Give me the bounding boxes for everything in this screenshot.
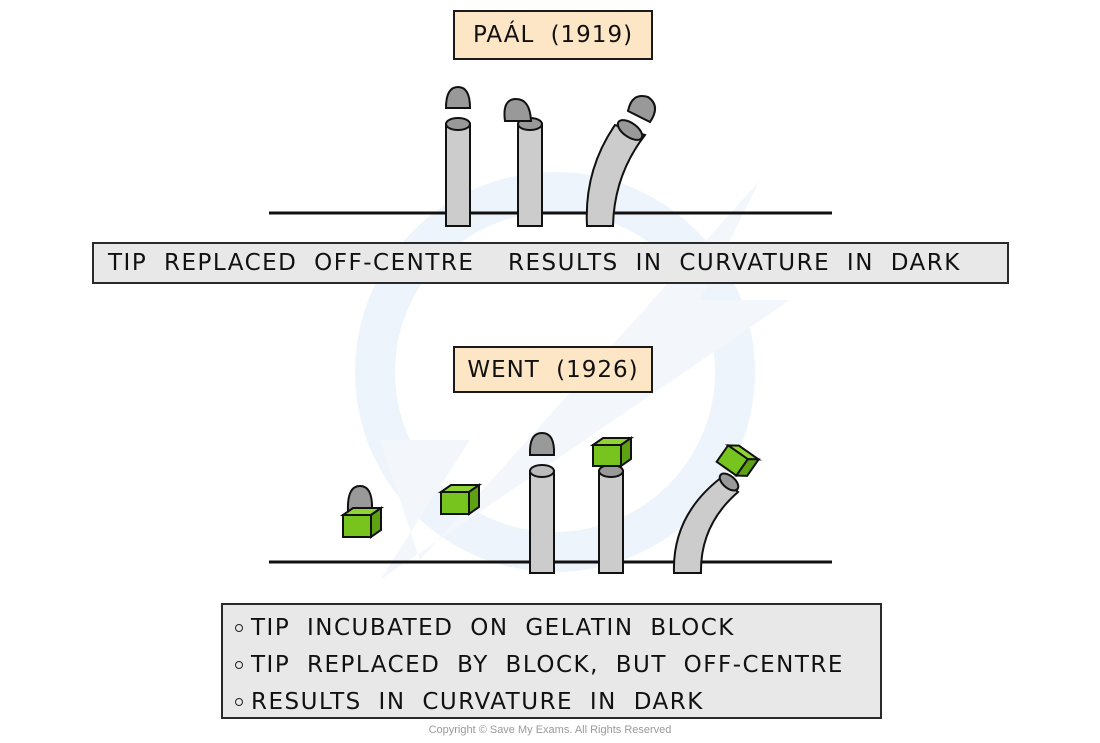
went-stage-tip-removed — [528, 431, 556, 574]
bullet-icon — [235, 623, 243, 632]
went-title-label: WENT (1926) — [453, 346, 653, 393]
went-stage-curving-shoot — [672, 444, 762, 574]
bullet-icon — [235, 660, 243, 669]
paal-title-text: PAÁL (1919) — [472, 22, 634, 48]
went-result-notes: TIP INCUBATED ON GELATIN BLOCK TIP REPLA… — [221, 603, 882, 719]
gelatin-block — [715, 444, 762, 477]
went-title-text: WENT (1926) — [467, 356, 639, 383]
coleoptile-cut-surface — [616, 119, 644, 141]
paal-result-note: TIP REPLACED OFF-CENTRE RESULTS IN CURVA… — [92, 242, 1009, 284]
coleoptile-tip — [444, 85, 472, 109]
bullet-icon — [235, 697, 243, 706]
coleoptile-tip — [528, 431, 556, 456]
went-bullet-text: TIP INCUBATED ON GELATIN BLOCK — [251, 614, 735, 641]
paal-stage-tip-off-centre — [503, 97, 543, 227]
paal-stage-curving-shoot — [585, 95, 656, 227]
coleoptile-stem — [529, 470, 555, 574]
coleoptile-cut-surface — [529, 464, 555, 478]
went-bullet-text: TIP REPLACED BY BLOCK, BUT OFF-CENTRE — [251, 651, 844, 678]
went-bullet-text: RESULTS IN CURVATURE IN DARK — [251, 688, 704, 715]
paal-note-text: TIP REPLACED OFF-CENTRE RESULTS IN CURVA… — [108, 250, 961, 276]
curved-coleoptile-stem — [672, 475, 740, 574]
coleoptile-tip — [346, 484, 374, 512]
went-stage-tip-on-block — [339, 484, 385, 539]
copyright-notice: Copyright © Save My Exams. All Rights Re… — [428, 724, 672, 736]
went-bullet-item: TIP REPLACED BY BLOCK, BUT OFF-CENTRE — [235, 646, 880, 683]
gelatin-block — [339, 506, 385, 539]
coleoptile-tip — [626, 95, 656, 124]
coleoptile-cut-surface — [718, 472, 740, 492]
went-stage-block-alone — [437, 483, 483, 516]
coleoptile-tip — [503, 97, 533, 122]
coleoptile-stem — [445, 123, 471, 227]
coleoptile-stem — [598, 470, 624, 574]
coleoptile-cut-surface — [445, 117, 471, 131]
gelatin-block — [589, 436, 635, 468]
paal-stage-tip-removed — [444, 85, 472, 227]
coleoptile-stem — [517, 123, 543, 227]
went-stage-block-off-centre — [589, 436, 635, 574]
went-bullet-item: TIP INCUBATED ON GELATIN BLOCK — [235, 609, 880, 646]
gelatin-block — [437, 483, 483, 516]
paal-title-label: PAÁL (1919) — [453, 10, 653, 60]
went-bullet-item: RESULTS IN CURVATURE IN DARK — [235, 683, 880, 720]
